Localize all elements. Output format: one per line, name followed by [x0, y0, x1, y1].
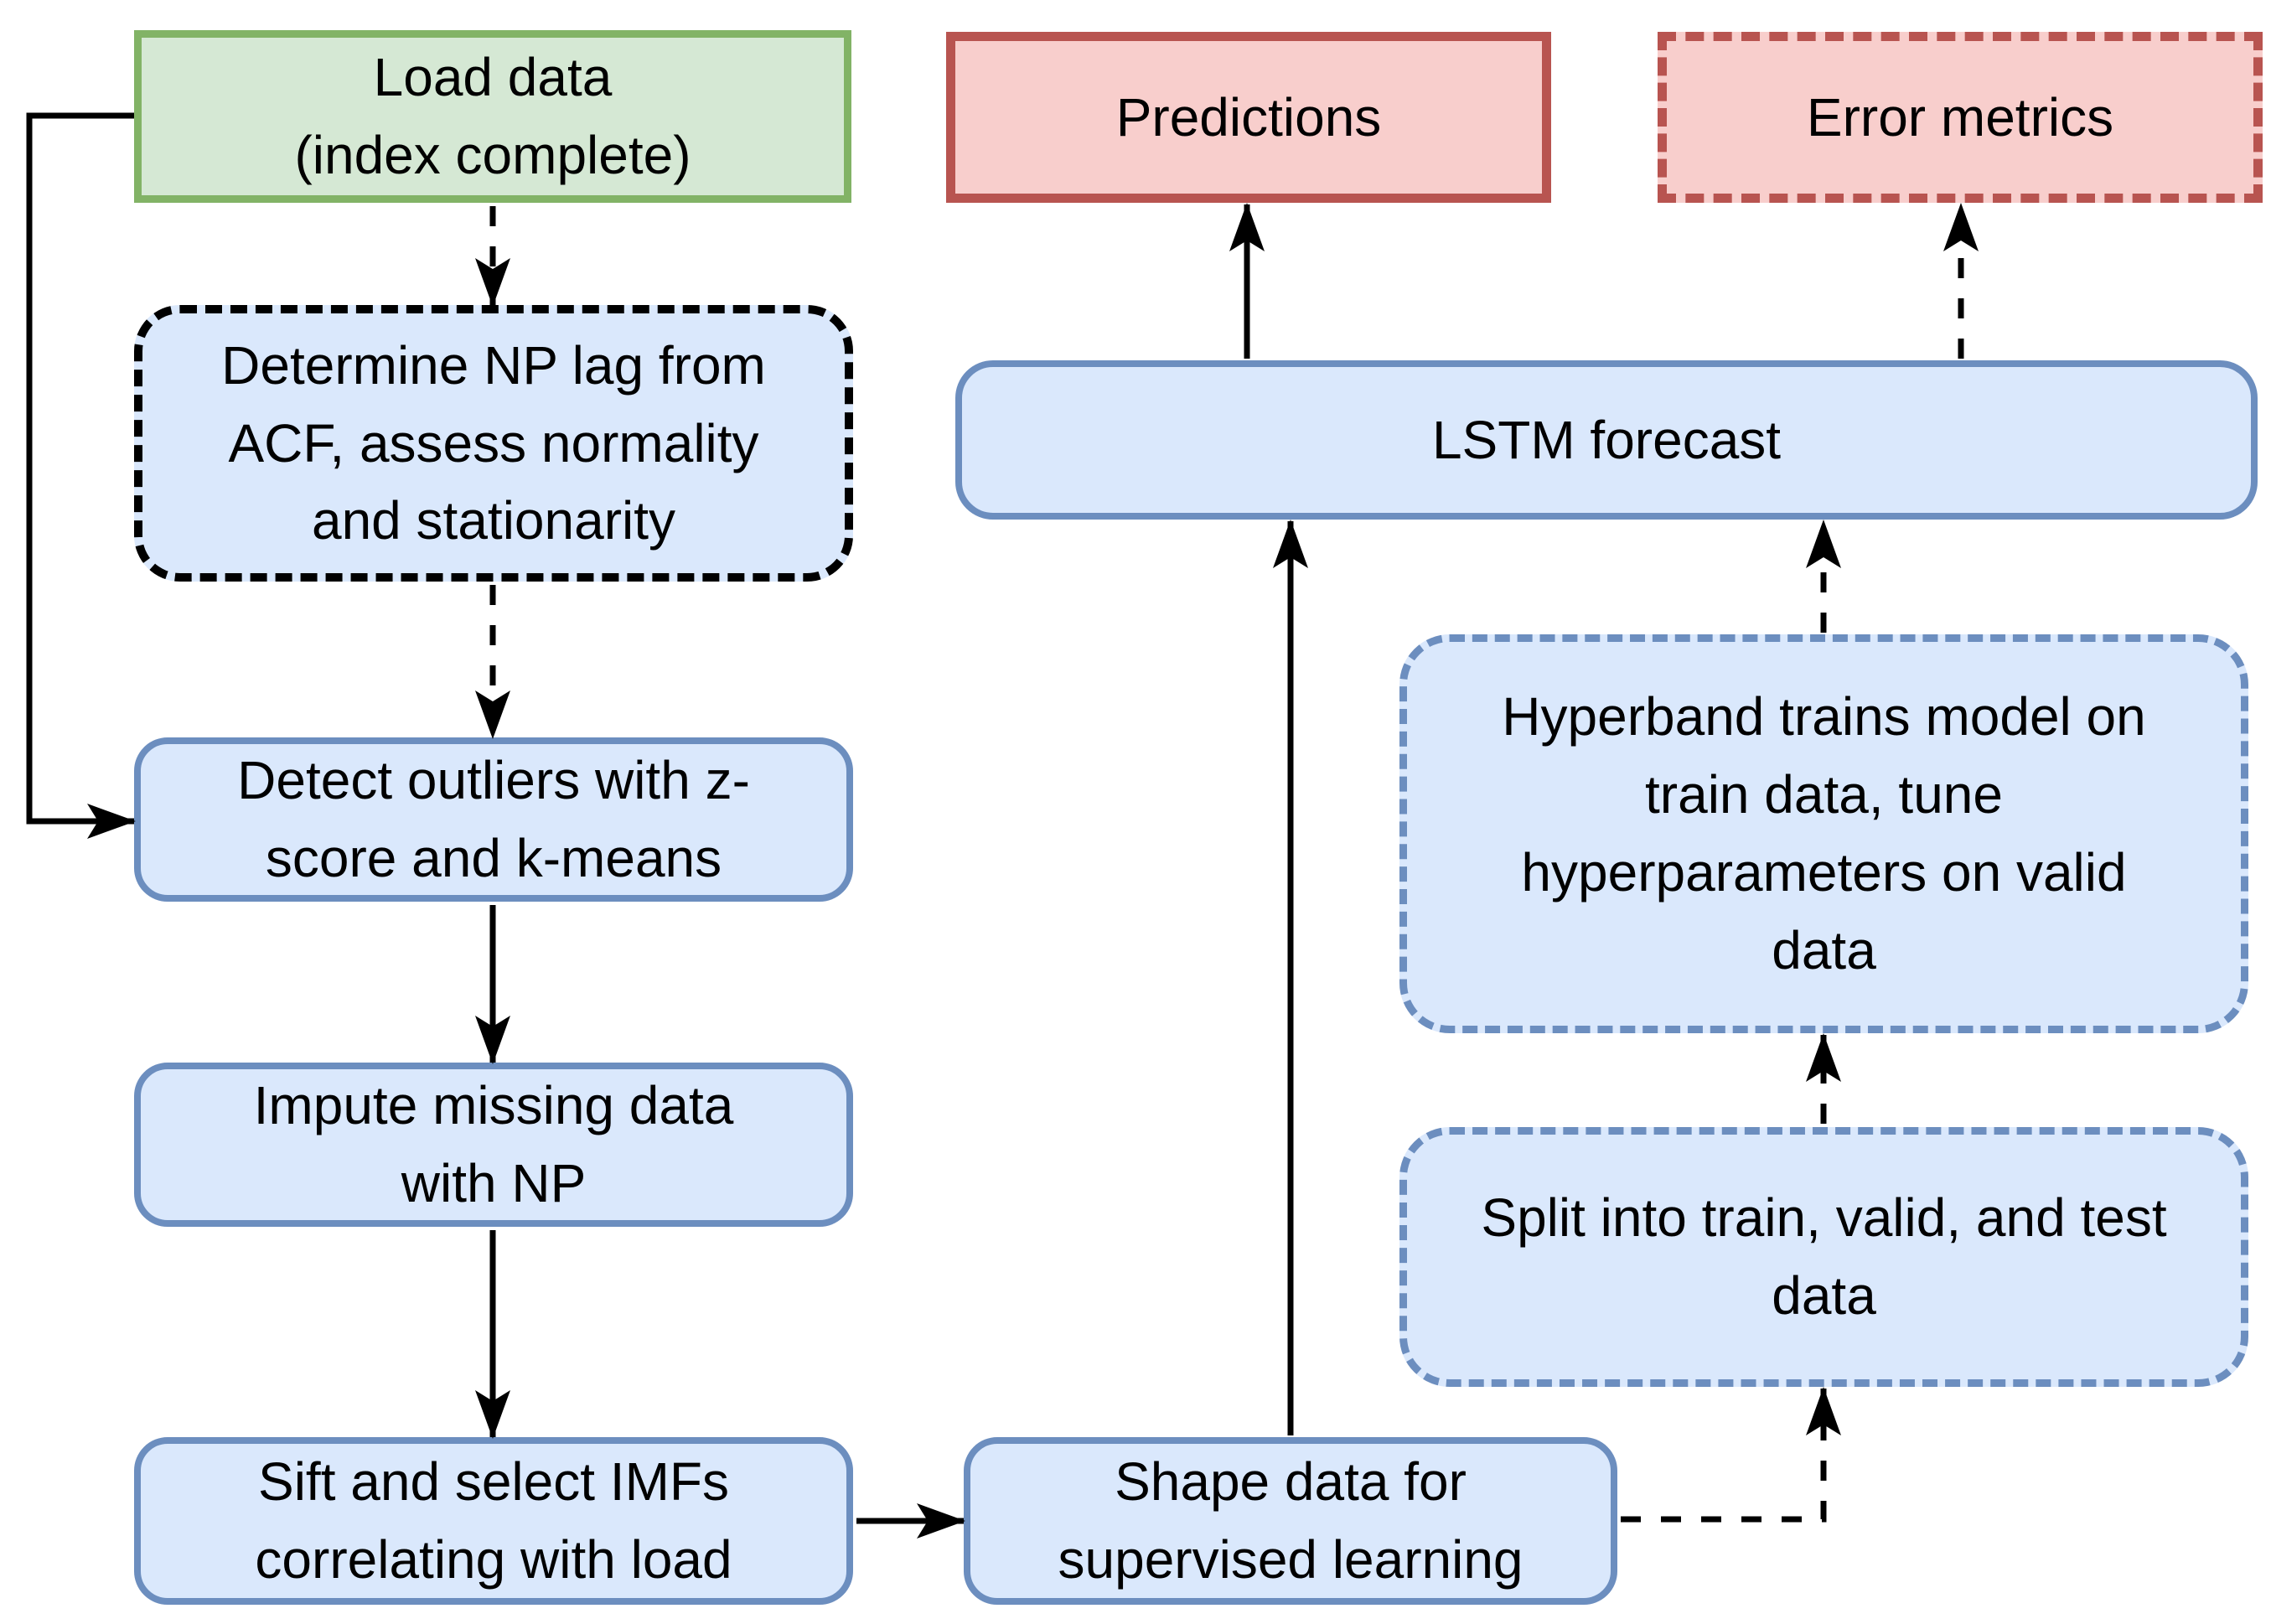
edge-shape-to-split — [1621, 1387, 1841, 1523]
node-load-data-label: Load data (index complete) — [294, 47, 691, 185]
node-error-metrics-label: Error metrics — [1806, 86, 2114, 147]
node-hyperband-tuning: Hyperband trains model on train data, tu… — [1399, 634, 2248, 1033]
node-shape-data-label: Shape data for supervised learning — [1058, 1451, 1523, 1590]
node-impute-missing-label: Impute missing data with NP — [253, 1075, 734, 1213]
node-load-data: Load data (index complete) — [134, 30, 851, 203]
node-split-data-label: Split into train, valid, and test data — [1481, 1187, 2167, 1326]
node-determine-np-lag: Determine NP lag from ACF, assess normal… — [134, 305, 853, 582]
node-split-data: Split into train, valid, and test data — [1399, 1127, 2248, 1387]
node-hyperband-tuning-label: Hyperband trains model on train data, tu… — [1502, 686, 2146, 980]
node-sift-select-imfs-label: Sift and select IMFs correlating with lo… — [255, 1451, 732, 1590]
node-detect-outliers: Detect outliers with z- score and k-mean… — [134, 737, 853, 902]
node-detect-outliers-label: Detect outliers with z- score and k-mean… — [237, 750, 750, 888]
node-predictions-label: Predictions — [1115, 86, 1382, 147]
node-error-metrics: Error metrics — [1658, 32, 2263, 203]
node-determine-np-lag-label: Determine NP lag from ACF, assess normal… — [221, 334, 766, 551]
edge-load-to-detect — [26, 112, 136, 839]
node-predictions: Predictions — [946, 32, 1551, 203]
node-shape-data: Shape data for supervised learning — [964, 1437, 1617, 1605]
node-lstm-forecast-label: LSTM forecast — [1431, 409, 1782, 470]
node-sift-select-imfs: Sift and select IMFs correlating with lo… — [134, 1437, 853, 1605]
node-impute-missing: Impute missing data with NP — [134, 1063, 853, 1227]
node-lstm-forecast: LSTM forecast — [955, 360, 2258, 520]
